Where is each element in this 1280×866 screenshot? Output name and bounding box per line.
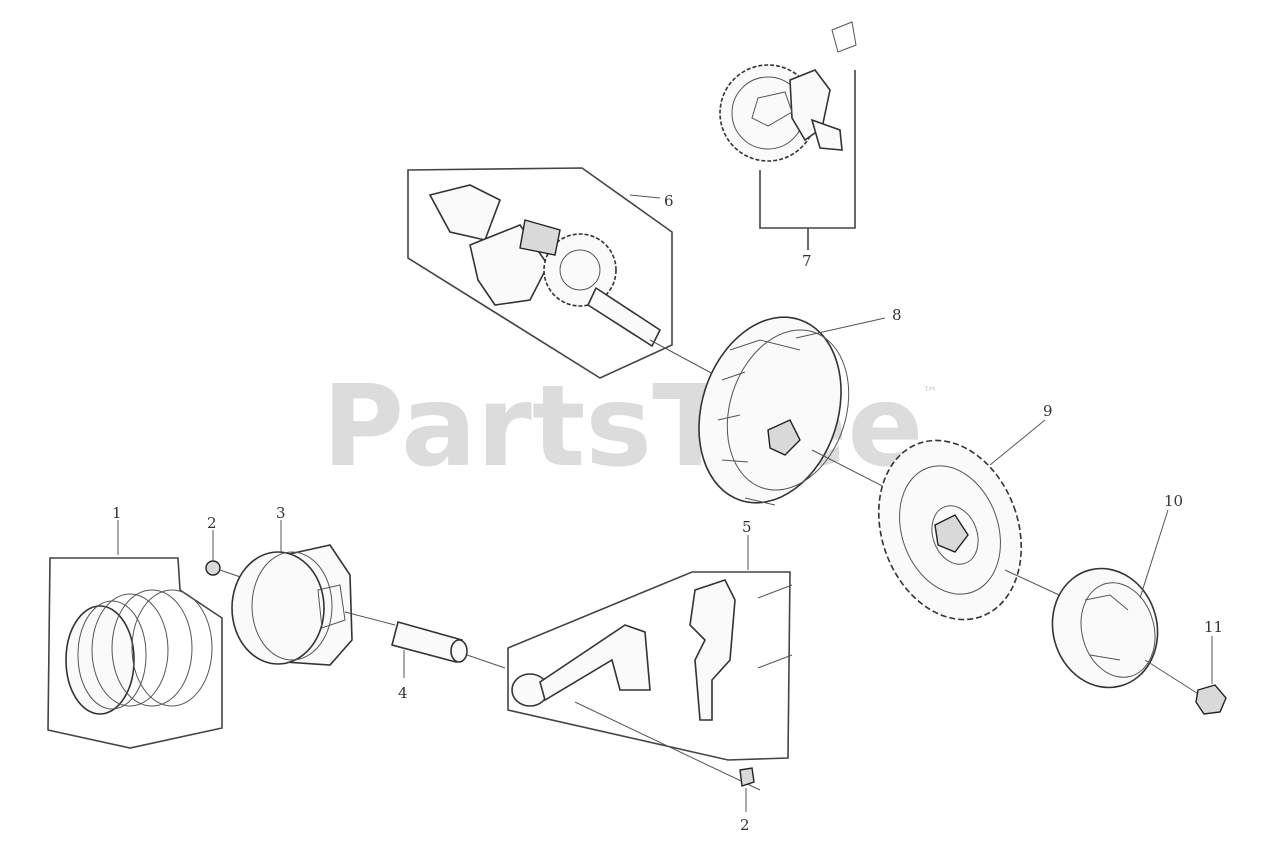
partstree-watermark: PartsTree ™ <box>322 362 938 492</box>
callout-7: 7 <box>802 252 812 270</box>
part-4-piston-pin[interactable] <box>391 621 506 678</box>
callout-5: 5 <box>742 518 752 536</box>
part-1-piston-ring-set[interactable] <box>47 520 223 749</box>
watermark-trademark: ™ <box>922 383 938 402</box>
callout-6: 6 <box>664 192 674 210</box>
callout-4: 4 <box>398 684 408 702</box>
part-3-piston[interactable] <box>231 520 396 666</box>
callout-8: 8 <box>892 306 902 324</box>
callout-3: 3 <box>276 504 286 522</box>
part-9-flywheel[interactable] <box>855 419 1071 640</box>
callout-10: 10 <box>1164 492 1183 510</box>
callout-1: 1 <box>112 504 122 522</box>
part-11-nut[interactable] <box>1195 636 1227 715</box>
callout-2-left: 2 <box>207 514 217 532</box>
callout-9: 9 <box>1043 402 1053 420</box>
part-2-piston-pin-clip-bottom[interactable] <box>739 767 755 812</box>
callout-labels: 1 2 3 4 5 6 7 8 9 10 11 2 <box>112 192 1223 834</box>
part-5-connecting-rod-assembly[interactable] <box>507 535 793 791</box>
part-10-pulley[interactable] <box>1039 509 1201 699</box>
callout-2-bottom: 2 <box>740 816 750 834</box>
part-6-crankshaft-assembly[interactable] <box>407 167 716 379</box>
callout-11: 11 <box>1204 618 1223 636</box>
part-7-camshaft-assembly[interactable] <box>719 21 857 250</box>
part-8-starter-cup[interactable] <box>676 299 901 522</box>
